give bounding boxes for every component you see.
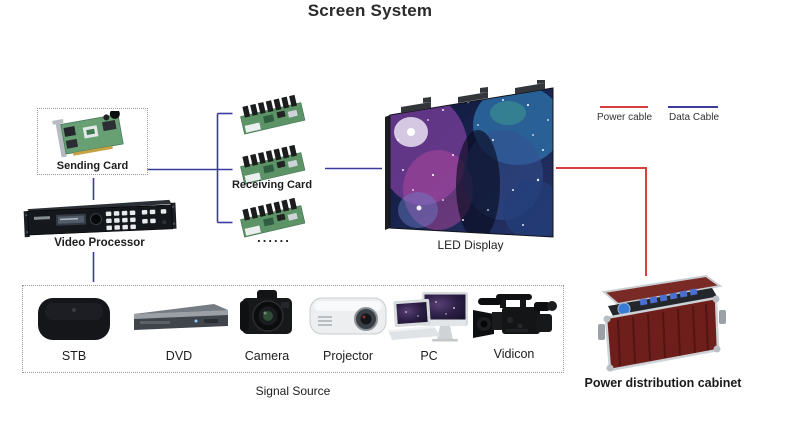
- set-top-box-icon: [38, 298, 110, 340]
- computer-icon: [388, 292, 468, 342]
- signal-source-item-label: STB: [61, 349, 87, 363]
- signal-source-item-label: Projector: [322, 349, 374, 363]
- signal-source-item-label: Camera: [244, 349, 290, 363]
- pcb-board-icon: [240, 145, 306, 185]
- signal-source-item-label: Vidicon: [493, 347, 535, 361]
- legend-power-line: [600, 106, 648, 108]
- signal-source-item-pc: PC: [386, 288, 472, 363]
- sending-card-label: Sending Card: [56, 160, 129, 172]
- led-display-label: LED Display: [437, 238, 504, 252]
- sending-card-box: Sending Card: [37, 108, 148, 175]
- legend-data-label: Data Cable: [669, 112, 720, 123]
- pcb-board-icon: [240, 198, 306, 238]
- signal-source-item-stb: STB: [30, 288, 118, 363]
- projector-icon: [309, 297, 387, 335]
- signal-source-item-projector: Projector: [306, 288, 390, 363]
- signal-source-item-camera: Camera: [237, 288, 297, 363]
- pcb-board-icon: [240, 95, 306, 135]
- flight-case-icon: [598, 274, 726, 372]
- legend-data-line: [668, 106, 718, 108]
- signal-source-item-vidicon: Vidicon: [470, 286, 558, 361]
- legend-power-label: Power cable: [597, 112, 653, 123]
- receiving-card-label: Receiving Card: [231, 179, 313, 191]
- signal-source-item-label: DVD: [165, 349, 193, 363]
- power-cable-led-to-cabinet: [556, 167, 647, 276]
- video-processor-label: Video Processor: [54, 237, 145, 249]
- dvd-player-icon: [134, 304, 228, 330]
- signal-source-label: Signal Source: [255, 384, 331, 398]
- video-camera-icon: [473, 294, 557, 338]
- receiving-card-ellipsis: ......: [257, 230, 291, 245]
- pcb-card-icon: [52, 111, 124, 157]
- signal-source-item-dvd: DVD: [126, 288, 232, 363]
- signal-source-item-label: PC: [420, 349, 438, 363]
- led-screen-icon: [385, 80, 554, 238]
- power-cabinet-label: Power distribution cabinet: [584, 376, 742, 390]
- signal-source-box: [22, 285, 564, 373]
- page-title: Screen System: [307, 1, 433, 20]
- dslr-camera-icon: [240, 290, 292, 334]
- rack-unit-icon: [23, 199, 177, 238]
